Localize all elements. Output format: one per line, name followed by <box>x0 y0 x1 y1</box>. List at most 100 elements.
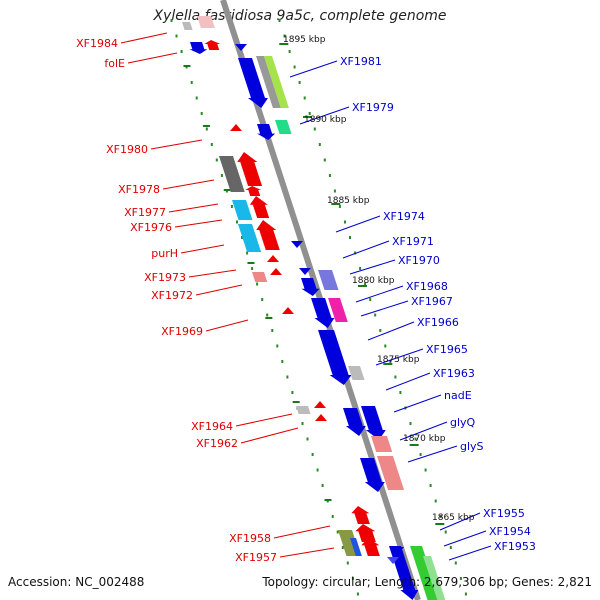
guide-dot-right <box>349 236 351 239</box>
guide-dot-left <box>241 236 243 239</box>
guide-dot-right <box>338 205 341 208</box>
gene-XF1958 <box>351 506 370 524</box>
scale-label: 1865 kbp <box>432 513 475 523</box>
gene-label-XF1965: XF1965 <box>426 343 468 356</box>
guide-dot-left <box>356 592 359 596</box>
gene-label-nadE: nadE <box>444 389 472 402</box>
gene-XF1973 <box>252 272 268 282</box>
gene-label-XF1980: XF1980 <box>106 143 148 156</box>
gene-label-XF1972: XF1972 <box>151 289 193 302</box>
gene-label-XF1977: XF1977 <box>124 206 166 219</box>
leader-line-left <box>180 244 225 254</box>
guide-dot-left <box>256 282 259 286</box>
leader-line-left <box>273 525 331 539</box>
gene-XF1978-grey <box>219 156 245 192</box>
leader-line-right <box>349 259 396 275</box>
guide-dot-right <box>283 34 286 38</box>
gene-label-XF1962: XF1962 <box>196 437 238 450</box>
gene-XF1979-teal <box>275 120 292 134</box>
gene-XF1981-grey <box>256 56 281 108</box>
scale-label: 1885 kbp <box>327 196 370 206</box>
gene-glyS <box>360 458 385 492</box>
leader-line-right <box>385 372 431 391</box>
gene-XF1971 <box>299 268 311 275</box>
guide-dot-left <box>266 313 269 317</box>
guide-dot-right <box>359 267 362 270</box>
gene-XF1976 <box>238 224 262 252</box>
gene-purH <box>267 255 279 262</box>
guide-dot-right <box>439 515 442 518</box>
gene-XF1957-b <box>361 538 380 556</box>
guide-dot-left <box>195 96 198 100</box>
leader-line-right <box>407 445 458 463</box>
leader-line-right <box>448 545 492 561</box>
guide-dot-left <box>190 81 193 84</box>
guide-dot-right <box>409 422 412 425</box>
guide-dot-left <box>341 546 344 549</box>
guide-dot-left <box>236 220 238 224</box>
gene-XF1974 <box>291 241 303 248</box>
gene-label-XF1958: XF1958 <box>229 532 271 545</box>
guide-dot-right <box>389 360 392 363</box>
guide-dot-left <box>230 205 233 208</box>
guide-dot-right <box>308 112 311 115</box>
guide-dot-left <box>346 561 349 565</box>
guide-dot-right <box>288 50 291 53</box>
guide-dot-right <box>434 499 437 503</box>
guide-dot-right <box>454 561 457 565</box>
gene-label-XF1964: XF1964 <box>191 420 233 433</box>
leader-line-left <box>279 547 335 558</box>
scale-label: 1875 kbp <box>377 355 420 365</box>
gene-XF1965 <box>348 366 365 380</box>
gene-label-XF1955: XF1955 <box>483 507 525 520</box>
gene-label-XF1984: XF1984 <box>76 37 118 50</box>
gene-XF1957-blue <box>350 538 362 556</box>
gene-XF1980 <box>230 124 242 131</box>
guide-dot-left <box>246 251 249 255</box>
guide-dot-right <box>424 468 427 472</box>
gene-small-down <box>235 44 247 51</box>
gene-label-XF1954: XF1954 <box>489 525 531 538</box>
leader-line-right <box>360 300 409 317</box>
guide-dot-right <box>459 577 462 580</box>
guide-dot-left <box>200 112 203 115</box>
leader-line-left <box>162 179 215 190</box>
guide-dot-right <box>333 189 336 193</box>
gene-XF1953-small <box>392 547 404 554</box>
gene-XF1976-red <box>256 220 280 250</box>
gene-XF1977 <box>232 200 253 220</box>
guide-dot-right <box>323 158 326 162</box>
gene-folE <box>204 40 221 50</box>
guide-dot-left <box>351 577 354 580</box>
guide-dot-right <box>429 484 432 487</box>
gene-label-XF1973: XF1973 <box>144 271 186 284</box>
gene-XF1964 <box>296 406 311 414</box>
gene-XF1969 <box>282 307 294 314</box>
leader-line-left <box>195 284 243 296</box>
guide-dot-left <box>205 127 208 131</box>
guide-dot-right <box>449 546 452 549</box>
scale-ticks <box>183 43 445 525</box>
gene-label-XF1967: XF1967 <box>411 295 453 308</box>
leader-line-right <box>443 530 487 547</box>
gene-XF1957 <box>355 524 376 542</box>
gene-label-folE: folE <box>104 57 125 70</box>
guide-dot-right <box>364 282 367 286</box>
gene-fragment-top <box>197 16 215 28</box>
guide-dot-left <box>180 50 183 53</box>
leader-line-right <box>355 285 404 303</box>
guide-dot-left <box>276 344 279 348</box>
leader-line-right <box>399 421 448 441</box>
gene-XF1962 <box>314 401 326 408</box>
leader-line-left <box>120 32 168 44</box>
gene-label-XF1979: XF1979 <box>352 101 394 114</box>
accession-text: Accession: NC_002488 <box>8 575 145 589</box>
gene-label-XF1976: XF1976 <box>130 221 172 234</box>
guide-dot-left <box>170 19 173 22</box>
gene-glyS-pink <box>377 456 405 490</box>
scale-label: 1895 kbp <box>283 35 326 45</box>
gene-XF1978 <box>237 152 263 186</box>
genome-summary-text: Topology: circular; Length: 2,679,306 bp… <box>262 575 592 589</box>
gene-nadE <box>343 408 366 436</box>
guide-dot-right <box>464 592 467 596</box>
